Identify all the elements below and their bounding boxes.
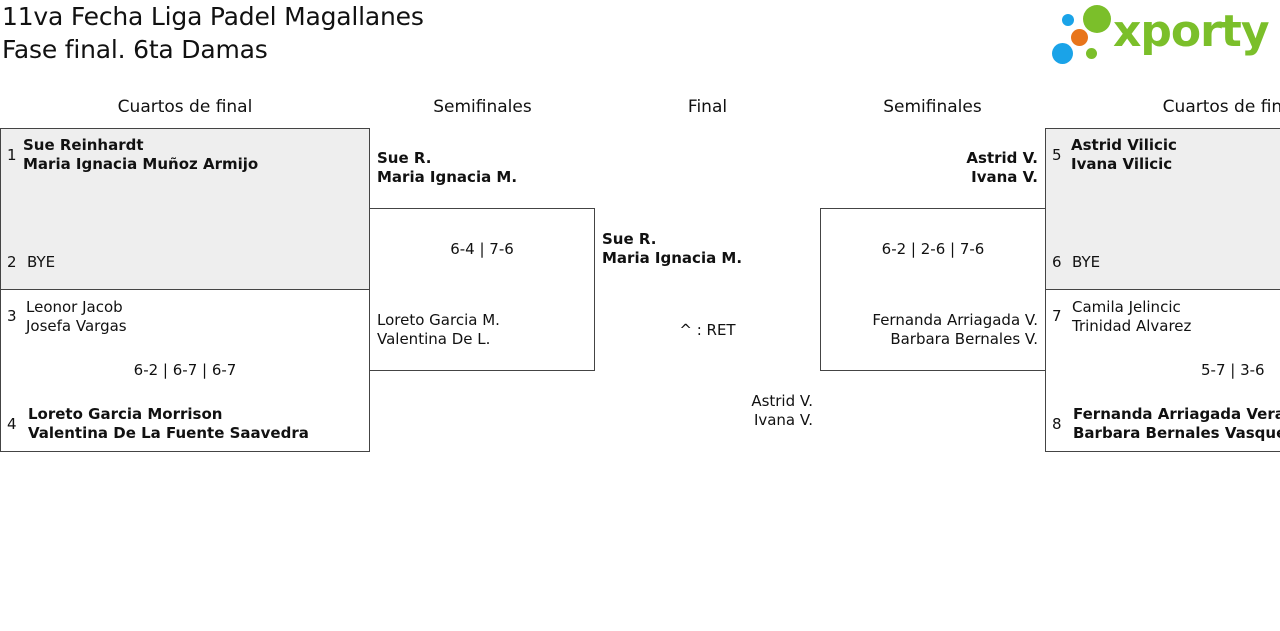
team-player-1: Fernanda Arriagada V. xyxy=(872,311,1038,329)
final-winner-player-2: Maria Ignacia M. xyxy=(602,249,743,267)
final-winner-player-1: Sue R. xyxy=(602,230,657,248)
bye-label: BYE xyxy=(27,253,56,271)
page-subtitle: Fase final. 6ta Damas xyxy=(2,35,268,64)
right-sf-winner-player-1: Astrid V. xyxy=(966,149,1038,167)
seed-number: 2 xyxy=(7,253,17,271)
left-sf-winner-player-2: Maria Ignacia M. xyxy=(377,168,518,186)
team-player-1: Camila Jelincic xyxy=(1072,298,1181,316)
right-qf-match-2 xyxy=(1045,289,1280,452)
round-header-right-qf: Cuartos de final xyxy=(1162,97,1280,117)
match-score: 6-4 | 7-6 xyxy=(450,240,514,258)
match-score: 5-7 | 3-6 xyxy=(1201,361,1265,379)
team-player-2: Maria Ignacia Muñoz Armijo xyxy=(23,155,259,173)
page-title: 11va Fecha Liga Padel Magallanes xyxy=(2,2,424,31)
team-player-2: Barbara Bernales V. xyxy=(890,330,1038,348)
team-player-1: Loreto Garcia Morrison xyxy=(28,405,223,423)
xporty-logo: xporty xyxy=(1050,4,1280,68)
round-header-right-sf: Semifinales xyxy=(883,97,982,117)
seed-number: 6 xyxy=(1052,253,1062,271)
team-player-1: Astrid Vilicic xyxy=(1071,136,1177,154)
team-player-1: Sue Reinhardt xyxy=(23,136,144,154)
seed-number: 1 xyxy=(7,146,17,164)
team-player-2: Barbara Bernales Vasquez xyxy=(1073,424,1280,442)
seed-number: 7 xyxy=(1052,307,1062,325)
bye-label: BYE xyxy=(1072,253,1101,271)
logo-dot-blue-large xyxy=(1052,43,1073,64)
match-score: 6-2 | 2-6 | 7-6 xyxy=(881,240,985,258)
team-player-2: Josefa Vargas xyxy=(26,317,127,335)
seed-number: 8 xyxy=(1052,415,1062,433)
match-score: 6-2 | 6-7 | 6-7 xyxy=(133,361,237,379)
team-player-1: Leonor Jacob xyxy=(26,298,123,316)
team-player-1: Fernanda Arriagada Vera xyxy=(1073,405,1280,423)
final-team-player-2: Ivana V. xyxy=(753,411,813,429)
right-qf-match-1 xyxy=(1045,128,1280,290)
seed-number: 4 xyxy=(7,415,17,433)
logo-dot-orange xyxy=(1071,29,1088,46)
left-qf-match-1 xyxy=(0,128,370,290)
left-sf-winner-player-1: Sue R. xyxy=(377,149,432,167)
final-note: ^ : RET xyxy=(679,321,736,339)
seed-number: 3 xyxy=(7,307,17,325)
logo-wordmark: xporty xyxy=(1113,6,1270,57)
round-header-final: Final xyxy=(687,97,728,117)
logo-dot-green-small xyxy=(1086,48,1097,59)
left-sf-match xyxy=(369,208,595,371)
team-player-2: Trinidad Alvarez xyxy=(1072,317,1192,335)
team-player-2: Valentina De L. xyxy=(377,330,491,348)
logo-dot-green-large xyxy=(1083,5,1111,33)
final-team-player-1: Astrid V. xyxy=(751,392,813,410)
right-sf-winner-player-2: Ivana V. xyxy=(971,168,1038,186)
team-player-1: Loreto Garcia M. xyxy=(377,311,500,329)
team-player-2: Valentina De La Fuente Saavedra xyxy=(28,424,309,442)
seed-number: 5 xyxy=(1052,146,1062,164)
round-header-left-qf: Cuartos de final xyxy=(117,97,253,117)
logo-dot-blue-small xyxy=(1062,14,1074,26)
round-header-left-sf: Semifinales xyxy=(433,97,532,117)
team-player-2: Ivana Vilicic xyxy=(1071,155,1173,173)
